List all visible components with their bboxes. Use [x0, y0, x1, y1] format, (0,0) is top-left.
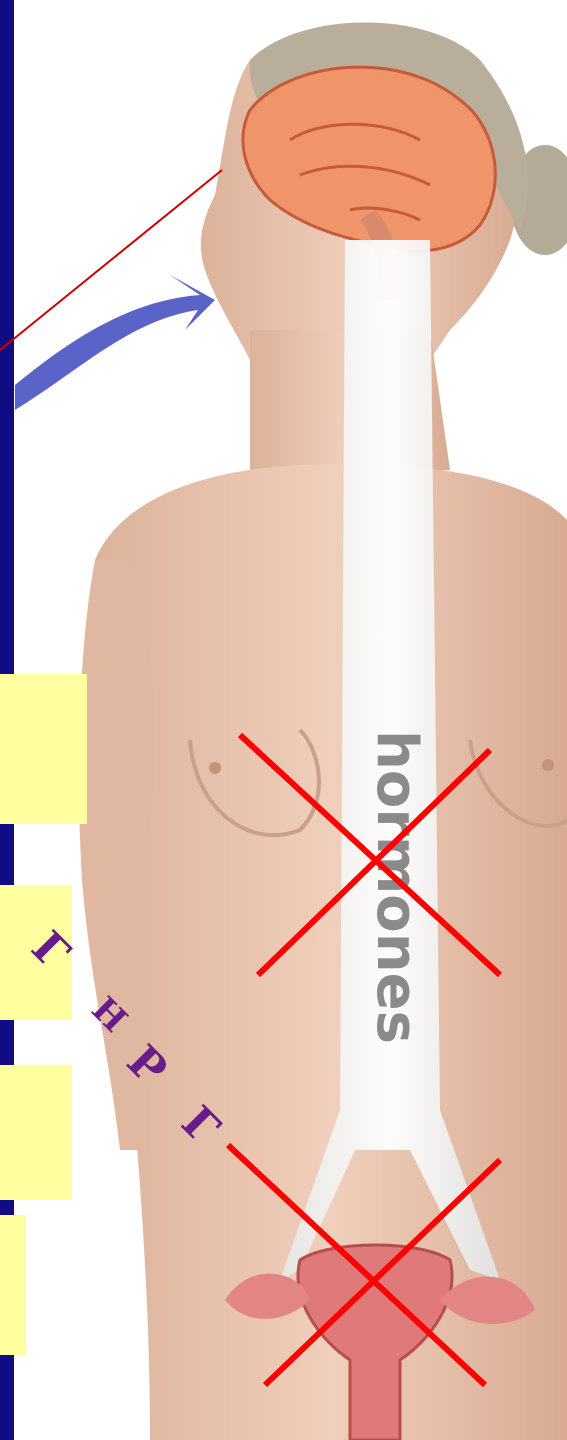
blue-arrow [15, 275, 215, 410]
callout-box-1 [0, 674, 87, 824]
hormones-label: hormones [364, 730, 429, 1044]
callout-box-4 [0, 1215, 26, 1355]
callout-box-3 [0, 1065, 72, 1200]
